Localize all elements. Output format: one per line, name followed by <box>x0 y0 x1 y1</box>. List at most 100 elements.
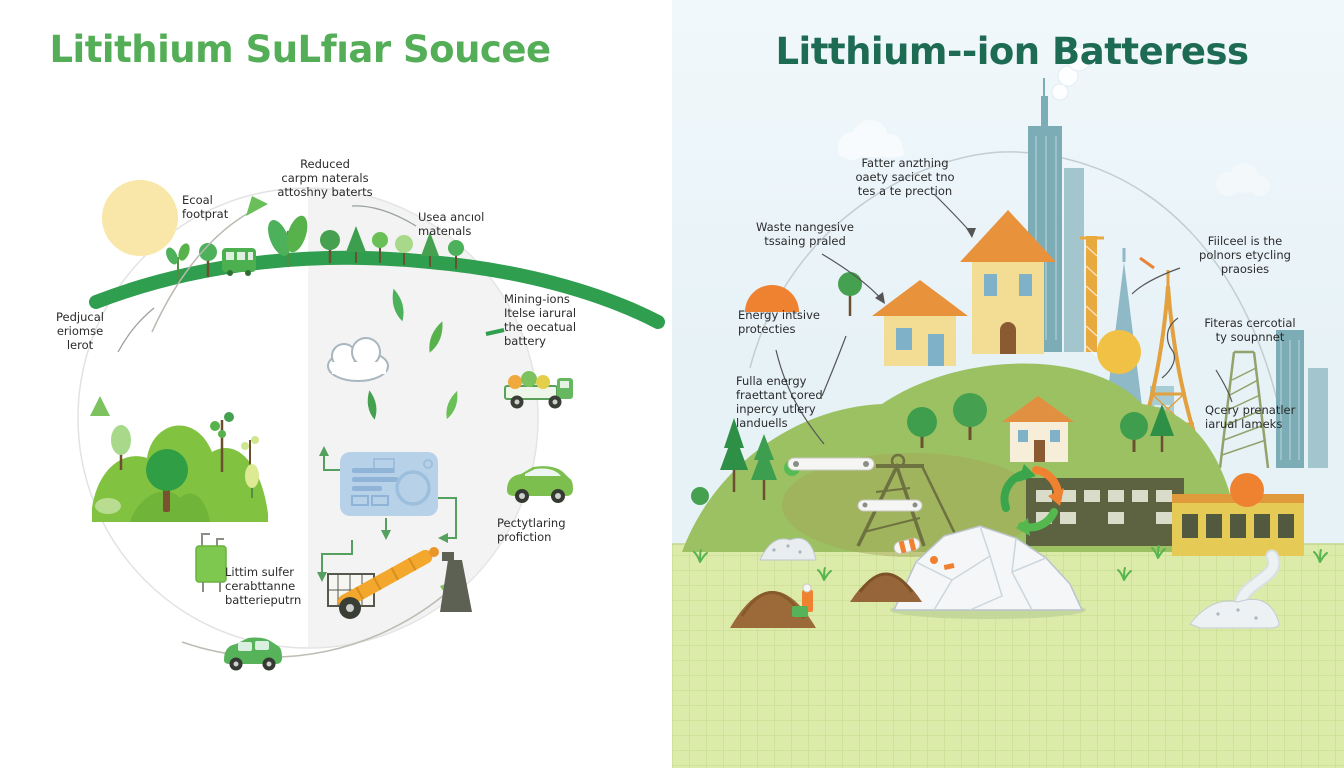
bush-icon <box>95 498 121 514</box>
gantry-tower-icon <box>1218 350 1270 469</box>
wire-lines <box>317 446 457 582</box>
house-icon <box>872 280 968 366</box>
crane-icon <box>327 547 472 619</box>
cloud-icon <box>327 337 389 382</box>
house-icon <box>1002 396 1074 462</box>
label-filters: Fiteras cercotial ty soupnnet <box>1204 316 1296 345</box>
tree-icon <box>1120 412 1148 452</box>
pine-icon <box>346 226 366 263</box>
skyscraper-icon <box>1276 330 1304 468</box>
label-recycling: Pectytlaring profiction <box>497 516 566 545</box>
tree-icon <box>953 393 987 440</box>
label-landfills: Fulla energy fraettant cored inpercy utl… <box>736 374 823 431</box>
tree-icon <box>907 407 937 448</box>
skyscraper-icon <box>1064 168 1084 352</box>
leaves <box>367 288 458 420</box>
gravel-pile-icon <box>1189 598 1280 629</box>
crane-mast-icon <box>1080 236 1104 357</box>
sapling-icon <box>241 436 259 482</box>
tree-icon <box>320 230 340 264</box>
sun-icon <box>1097 330 1141 374</box>
pine-icon <box>421 232 439 267</box>
skyscraper-icon <box>1308 368 1328 468</box>
charger-device-icon <box>340 452 438 516</box>
factory-icon <box>1026 478 1184 546</box>
worker-icon <box>930 556 938 564</box>
leader-lines <box>117 205 417 353</box>
label-query: Qcery prenatler iarual lameks <box>1205 403 1296 432</box>
label-used-materials: Usea ancıol matenals <box>418 210 485 239</box>
label-battery: Littim sulfer cerabttanne batterieputrn <box>225 565 302 608</box>
cycle-half-disc <box>308 188 538 648</box>
orange-tick <box>1139 256 1155 270</box>
pipe-icon <box>893 537 921 555</box>
right-panel-title: Litthium--ion Batteress <box>775 30 1249 73</box>
leaf-icon <box>268 215 308 268</box>
rock-pile-icon <box>890 525 1086 619</box>
pine-icon <box>720 418 748 492</box>
bottom-arc-line <box>181 589 451 658</box>
cloud-icon <box>838 120 904 160</box>
right-illustration <box>672 46 1344 768</box>
right-panel: Litthium--ion Batteress Fatter anzthing … <box>672 0 1344 768</box>
van-icon <box>224 637 282 671</box>
chimney-icon <box>440 552 472 612</box>
arrow-icon <box>90 396 110 416</box>
pine-icon <box>751 434 777 500</box>
hill-trees <box>691 393 1174 505</box>
arc-trees <box>166 215 464 281</box>
label-lifecycle: Fiilceel is the polnors etycling praosie… <box>1199 234 1291 277</box>
sapling-icon <box>210 412 234 472</box>
left-panel: Litithium SuLfıar Soucee Ecoal footprat … <box>49 28 665 671</box>
gravel-trail <box>1189 549 1281 629</box>
tree-icon <box>199 243 217 278</box>
tree-icon <box>448 240 464 269</box>
leaf-icon <box>446 390 458 420</box>
car-icon <box>507 466 573 503</box>
leaf-icon <box>245 464 259 498</box>
orange-circle-icon <box>1230 473 1264 507</box>
arrow-icon <box>246 196 268 216</box>
tree-icon <box>691 487 709 505</box>
tree-icon <box>838 272 862 316</box>
green-arc <box>89 250 665 329</box>
label-energy: Energy intsive protecties <box>738 308 820 337</box>
tree-icon <box>372 232 388 263</box>
label-mining: Mining-ions Itelse iarural the oecatual … <box>504 292 577 349</box>
label-reduced-carbon: Reduced carpm naterals attoshny baterts <box>277 157 373 200</box>
house-icon <box>960 210 1056 354</box>
leaf-icon <box>367 390 377 420</box>
gravel-pile-icon <box>759 537 817 561</box>
tree-icon <box>395 235 413 265</box>
recycling-arrows-icon <box>1000 464 1064 536</box>
leader-lines <box>775 193 1233 445</box>
left-panel-title: Litithium SuLfıar Soucee <box>49 28 551 71</box>
pipe-icon <box>787 457 923 512</box>
label-waste: Waste nangesive tssaing praled <box>756 220 854 249</box>
left-illustration <box>77 180 665 671</box>
label-eco-footprint: Ecoal footprat <box>182 193 229 222</box>
grass-tufts <box>693 545 1328 581</box>
sun-icon <box>102 180 178 256</box>
skyline <box>838 78 1328 469</box>
tree-icon <box>146 449 188 512</box>
elbow-pipe-icon <box>792 583 813 617</box>
mining-tick <box>485 328 505 336</box>
leaf-icon <box>392 288 404 322</box>
leaf-icon <box>166 243 190 281</box>
sky-arc <box>749 151 1285 433</box>
landscape <box>92 412 268 522</box>
tree-icon <box>111 425 131 470</box>
truck-icon <box>504 371 573 409</box>
dirt-mound-icon <box>730 572 922 628</box>
label-faster: Fatter anzthing oaety sacicet tno tes a … <box>855 156 955 199</box>
cloud-icon <box>1216 163 1270 196</box>
leaf-icon <box>429 321 443 353</box>
smoke-icon <box>1051 46 1092 101</box>
top-arc-line <box>151 211 251 333</box>
battery-icon <box>195 533 227 592</box>
energy-dome-icon <box>745 285 799 312</box>
pine-icon <box>1150 404 1174 452</box>
bus-icon <box>222 248 256 276</box>
worker-icon <box>943 563 955 570</box>
